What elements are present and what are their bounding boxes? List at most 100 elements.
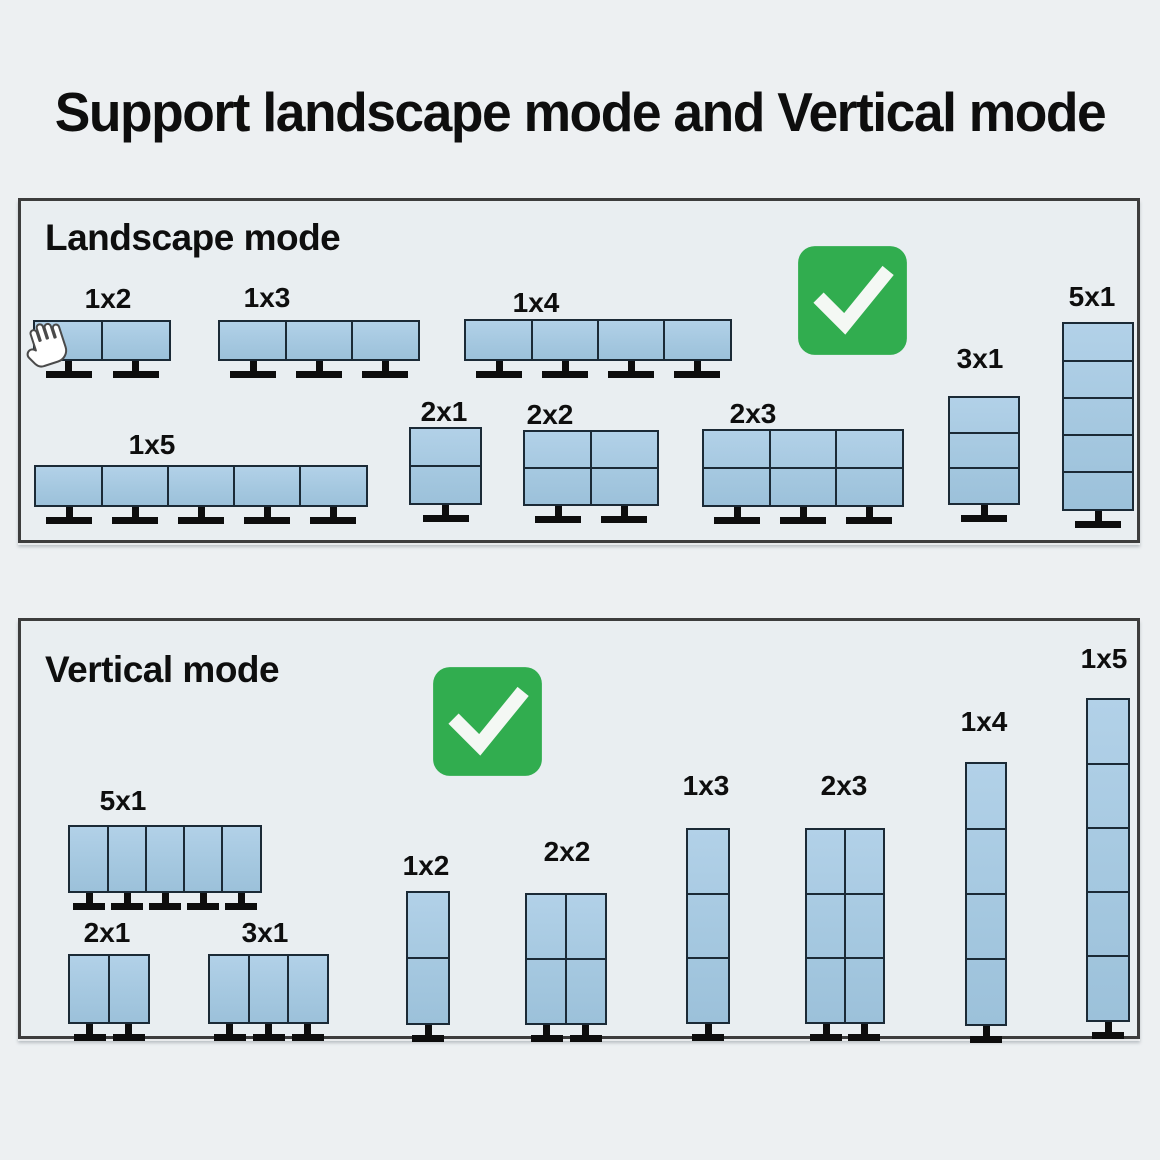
screen-divider — [525, 467, 657, 469]
monitor-stand — [704, 1024, 712, 1034]
monitor-stand — [73, 1034, 106, 1041]
monitor-stand — [530, 1035, 563, 1042]
monitor-grid-vertical-2x2 — [525, 893, 607, 1025]
monitor-stand — [131, 507, 139, 517]
monitor-stand — [982, 1026, 990, 1036]
monitor-stand — [111, 903, 143, 910]
monitor-stand — [780, 517, 826, 524]
monitor-stand — [65, 507, 73, 517]
monitor-stand — [860, 1024, 868, 1034]
monitor-grid-vertical-2x3 — [805, 828, 885, 1024]
monitor-stand — [601, 516, 647, 523]
config-label-vertical-1x3: 1x3 — [682, 770, 730, 801]
monitor-stand — [627, 361, 635, 371]
screen-divider — [950, 432, 1018, 434]
monitor-stand — [810, 1034, 842, 1041]
monitor-stand — [582, 1025, 589, 1035]
monitor-stand — [970, 1036, 1002, 1043]
config-label-vertical-1x5: 1x5 — [1080, 643, 1128, 674]
monitor-stand — [315, 361, 323, 371]
monitor-stand — [714, 517, 760, 524]
monitor-stand — [674, 371, 720, 378]
config-label-landscape-1x2: 1x2 — [84, 283, 132, 314]
screen-divider — [145, 827, 147, 891]
monitor-grid-landscape-2x1 — [409, 427, 482, 505]
config-label-landscape-5x1: 5x1 — [1068, 281, 1116, 312]
config-label-vertical-1x4: 1x4 — [960, 706, 1008, 737]
monitor-grid-landscape-2x3 — [702, 429, 904, 507]
monitor-stand — [495, 361, 503, 371]
monitor-stand — [865, 507, 873, 517]
monitor-stand — [620, 506, 628, 516]
hand-cursor-icon — [26, 322, 68, 368]
monitor-stand — [263, 507, 271, 517]
screen-divider — [967, 893, 1005, 895]
config-label-landscape-1x4: 1x4 — [512, 287, 560, 318]
monitor-grid-vertical-1x3 — [686, 828, 730, 1024]
screen-divider — [408, 957, 448, 959]
screen-divider — [183, 827, 185, 891]
screen-divider — [1064, 434, 1132, 436]
monitor-stand — [265, 1024, 272, 1034]
screen-divider — [1064, 360, 1132, 362]
monitor-stand — [542, 371, 588, 378]
monitor-stand — [733, 507, 741, 517]
screen-divider — [287, 956, 289, 1022]
config-label-landscape-2x3: 2x3 — [729, 398, 777, 429]
monitor-stand — [73, 903, 105, 910]
monitor-stand — [535, 516, 581, 523]
screen-divider — [299, 467, 301, 505]
config-label-vertical-1x2: 1x2 — [402, 850, 450, 881]
monitor-stand — [112, 371, 159, 378]
monitor-stand — [45, 371, 92, 378]
screen-divider — [1088, 827, 1128, 829]
monitor-stand — [252, 1034, 285, 1041]
screen-divider — [967, 828, 1005, 830]
screen-divider — [597, 321, 599, 359]
monitor-grid-vertical-1x4 — [965, 762, 1007, 1026]
monitor-stand — [554, 506, 562, 516]
monitor-stand — [85, 893, 93, 903]
config-label-vertical-3x1: 3x1 — [241, 917, 289, 948]
monitor-grid-vertical-1x5 — [1086, 698, 1130, 1022]
screen-divider — [688, 957, 728, 959]
monitor-stand — [237, 893, 245, 903]
monitor-stand — [424, 1025, 432, 1035]
monitor-stand — [543, 1025, 550, 1035]
monitor-stand — [561, 361, 569, 371]
screen-divider — [807, 957, 883, 959]
monitor-stand — [961, 515, 1007, 522]
monitor-stand — [225, 903, 257, 910]
monitor-stand — [693, 361, 701, 371]
screen-divider — [950, 467, 1018, 469]
hand-cursor-icon — [19, 317, 71, 369]
monitor-stand — [226, 1024, 233, 1034]
screen-divider — [101, 467, 103, 505]
monitor-stand — [848, 1034, 880, 1041]
screen-divider — [107, 827, 109, 891]
monitor-stand — [132, 361, 139, 371]
monitor-grid-vertical-3x1 — [208, 954, 329, 1024]
monitor-stand — [362, 371, 408, 378]
page-title: Support landscape mode and Vertical mode — [54, 81, 1107, 143]
screen-divider — [411, 465, 480, 467]
monitor-stand — [1104, 1022, 1112, 1032]
screen-divider — [221, 827, 223, 891]
monitor-grid-vertical-1x2 — [406, 891, 450, 1025]
monitor-stand — [476, 371, 522, 378]
monitor-stand — [123, 893, 131, 903]
monitor-grid-landscape-2x2 — [523, 430, 659, 506]
config-label-vertical-2x2: 2x2 — [543, 836, 591, 867]
screen-divider — [167, 467, 169, 505]
monitor-grid-vertical-5x1 — [68, 825, 262, 893]
monitor-grid-landscape-1x5 — [34, 465, 368, 507]
monitor-stand — [213, 1034, 246, 1041]
green-check-icon — [798, 246, 907, 355]
monitor-stand — [692, 1034, 724, 1041]
monitor-stand — [422, 515, 469, 522]
monitor-stand — [310, 517, 356, 524]
config-label-landscape-1x5: 1x5 — [128, 429, 176, 460]
monitor-stand — [178, 517, 224, 524]
green-check-icon — [797, 245, 908, 356]
